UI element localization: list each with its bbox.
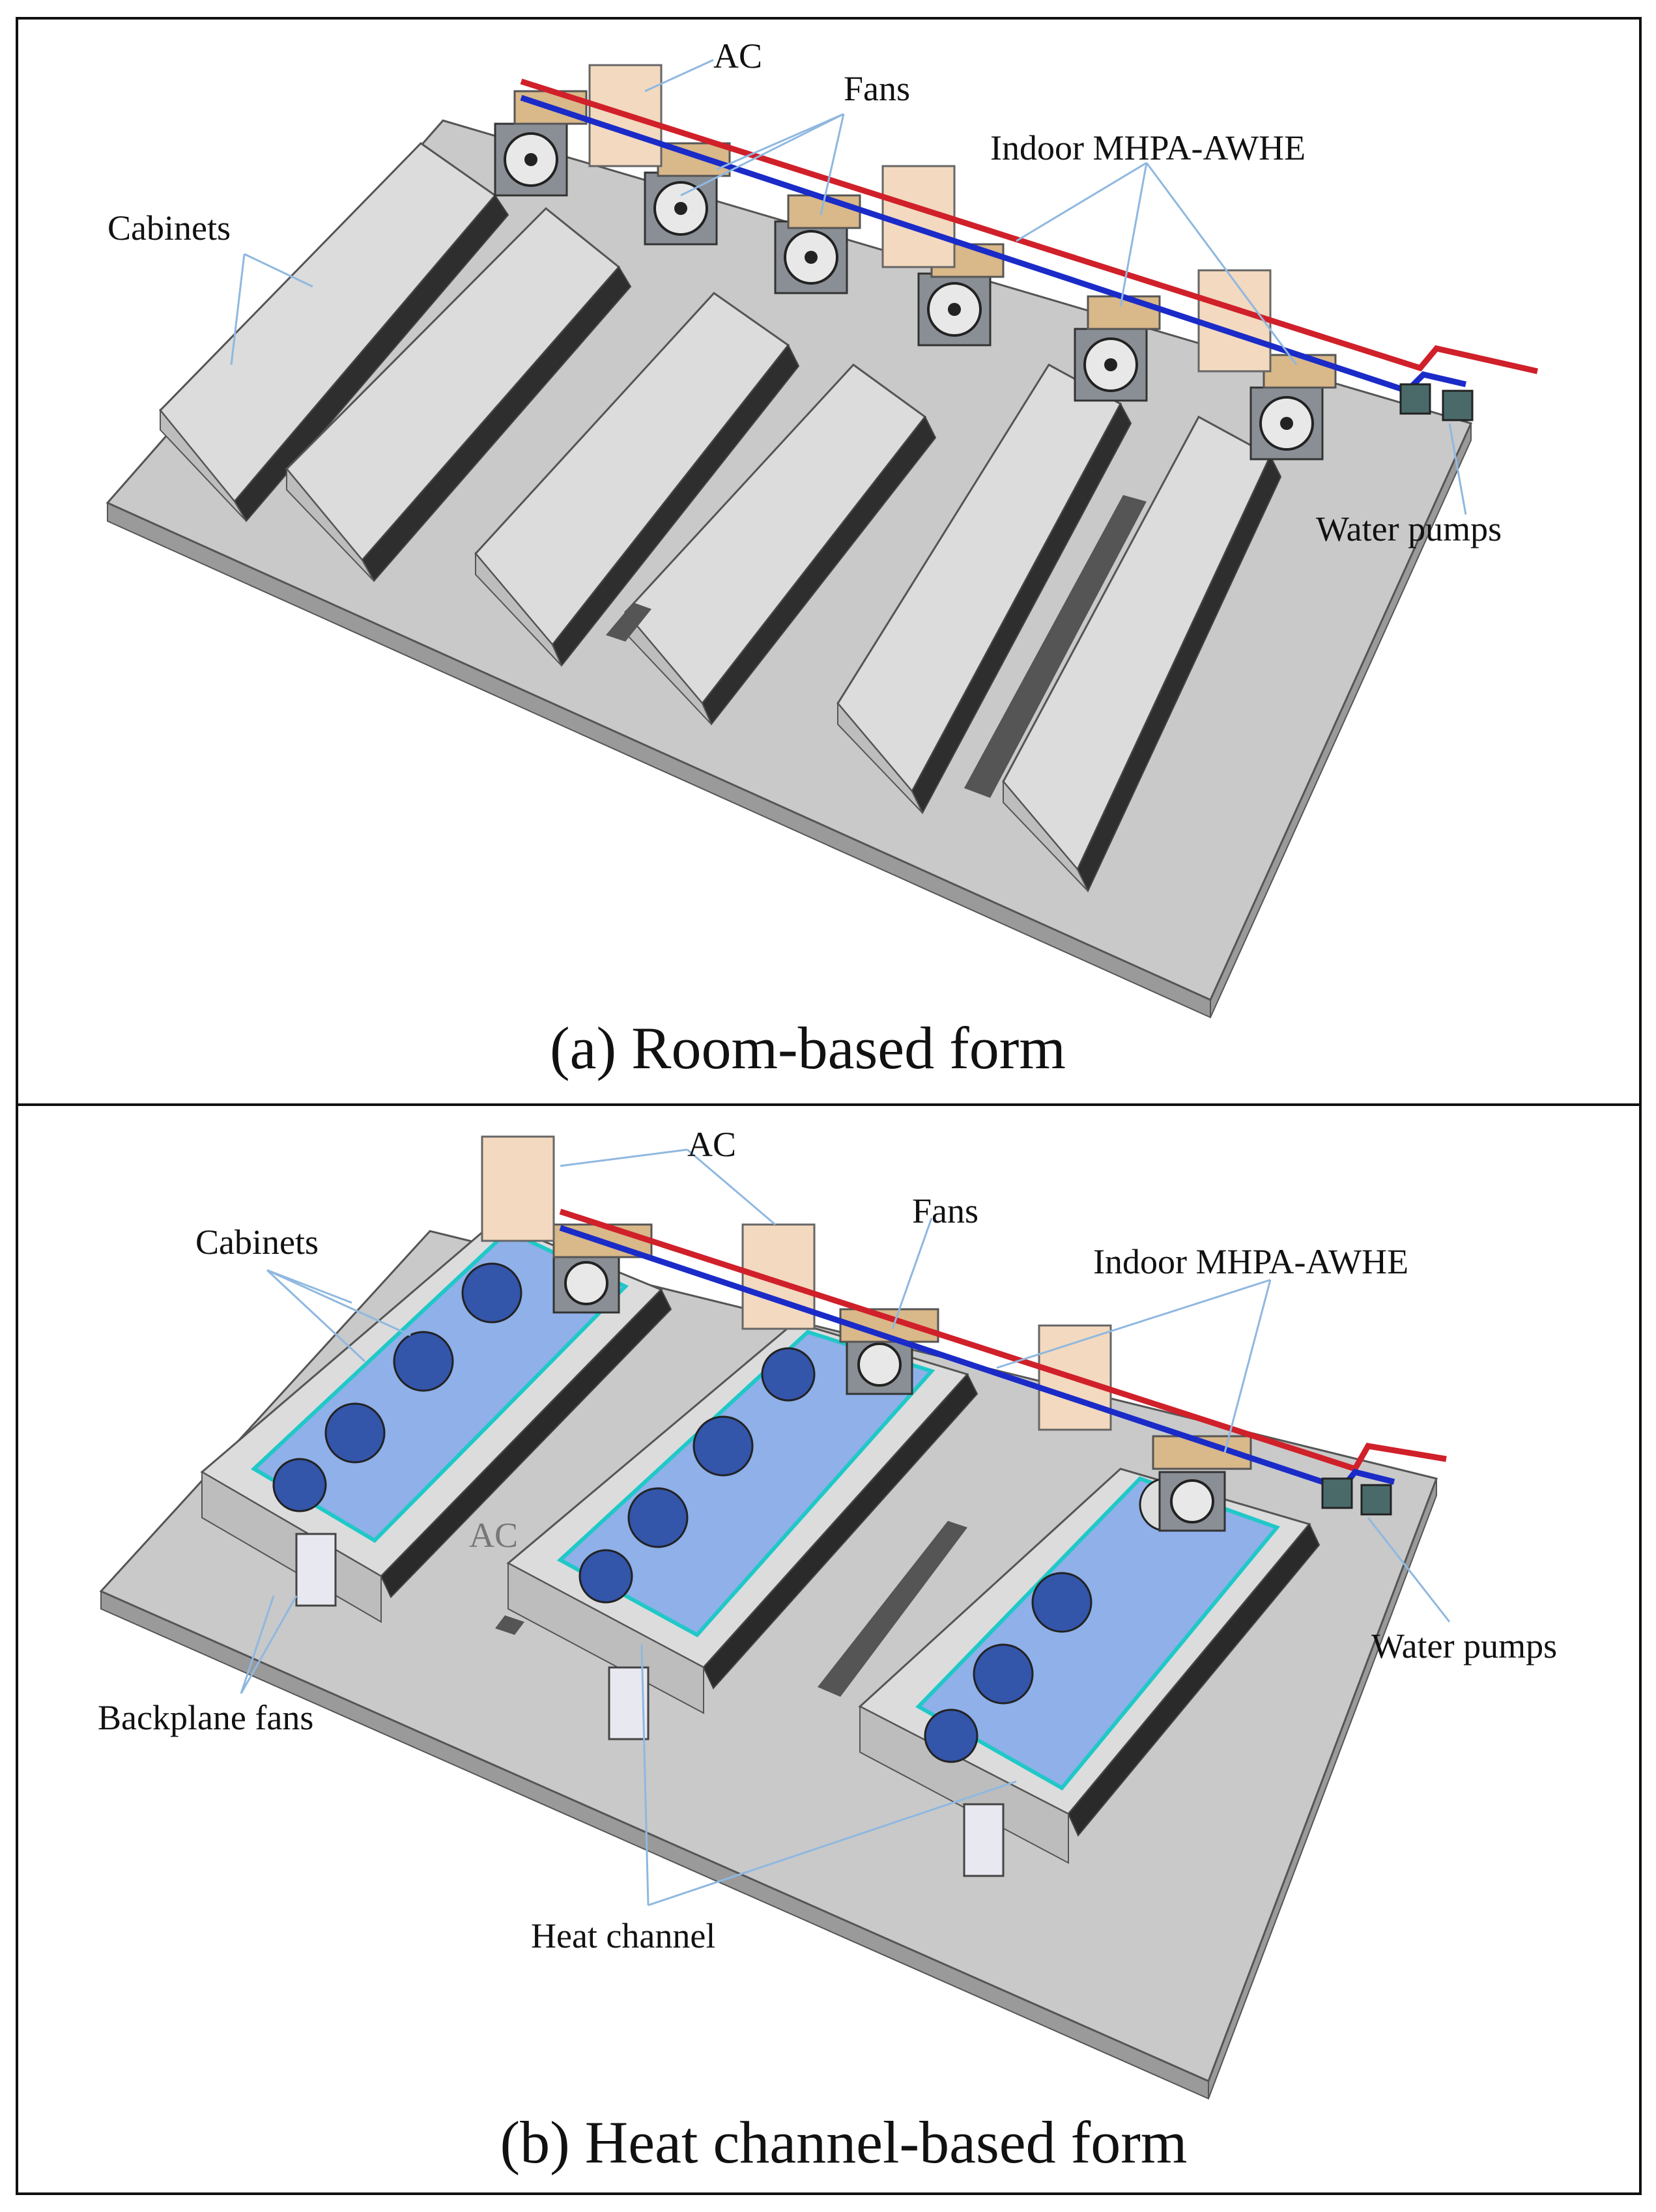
panel-b-fan-units (552, 1253, 1226, 1532)
panel-b-leaders (240, 1148, 1451, 1907)
panel-a-fan-units (494, 122, 1324, 461)
pump (1321, 1477, 1353, 1509)
label-ac: AC (687, 1125, 736, 1164)
fan-unit (774, 220, 848, 294)
hx-unit (657, 142, 731, 177)
pump (1442, 390, 1474, 421)
pod-2 (506, 1321, 978, 1740)
fan-unit (846, 1334, 913, 1395)
backplane-fans (272, 1262, 522, 1512)
panel-b: AC Fans Indoor MHPA-AWHE Cabinets AC Wat… (98, 1125, 1557, 2176)
label-cabinets: Cabinets (107, 208, 231, 248)
fan-unit (552, 1253, 620, 1314)
label-fans: Fans (844, 69, 910, 108)
label-ac-faint: AC (469, 1516, 518, 1555)
label-ac: AC (713, 36, 762, 76)
panel-a-pipes (520, 78, 1538, 395)
panel-b-water-pumps (1321, 1477, 1392, 1516)
pump (1399, 383, 1431, 415)
hx-unit (1263, 354, 1337, 389)
cabinet-row (1002, 415, 1282, 893)
cabinet-row (836, 363, 1132, 815)
ac-unit (1197, 269, 1272, 373)
backplane-fans (578, 1347, 816, 1604)
panel-a-water-pumps (1399, 383, 1474, 421)
label-water-pumps: Water pumps (1371, 1626, 1557, 1666)
hx-unit (1087, 295, 1161, 330)
label-indoor-hx: Indoor MHPA-AWHE (1093, 1242, 1408, 1281)
heat-channel-volume (556, 1329, 935, 1638)
pod-1 (200, 1220, 672, 1623)
panel-a: AC Fans Indoor MHPA-AWHE Cabinets Water … (106, 36, 1538, 1081)
fan-unit (1074, 328, 1148, 402)
fan-unit (1249, 386, 1324, 461)
fan-unit (1158, 1471, 1226, 1532)
channel-door (608, 1666, 650, 1740)
label-water-pumps: Water pumps (1316, 509, 1502, 548)
label-fans: Fans (912, 1191, 978, 1230)
panel-b-caption: (b) Heat channel-based form (500, 2109, 1188, 2176)
cabinet-row (474, 292, 800, 667)
supply-pipe (559, 1208, 1447, 1473)
label-backplane-fans: Backplane fans (98, 1698, 313, 1737)
pod-3 (858, 1468, 1321, 1877)
fan-unit (494, 122, 568, 197)
fan-unit (917, 272, 992, 347)
ac-unit (481, 1135, 555, 1242)
panel-a-cabinet-rows (158, 142, 1282, 893)
label-cabinets: Cabinets (195, 1223, 319, 1262)
panel-a-floor-grilles (606, 495, 1147, 798)
label-indoor-hx: Indoor MHPA-AWHE (990, 128, 1306, 167)
panel-b-floor-grilles (495, 1521, 967, 1697)
return-pipe (520, 94, 1467, 395)
cabinet-row (285, 206, 632, 582)
channel-door (963, 1803, 1005, 1877)
panel-a-caption: (a) Room-based form (550, 1015, 1066, 1081)
pump (1360, 1484, 1392, 1516)
channel-door (295, 1533, 337, 1607)
panel-a-leaders (230, 59, 1467, 515)
supply-pipe (520, 78, 1538, 375)
heat-channel-volume (915, 1476, 1281, 1791)
label-heat-channel: Heat channel (531, 1916, 715, 1955)
